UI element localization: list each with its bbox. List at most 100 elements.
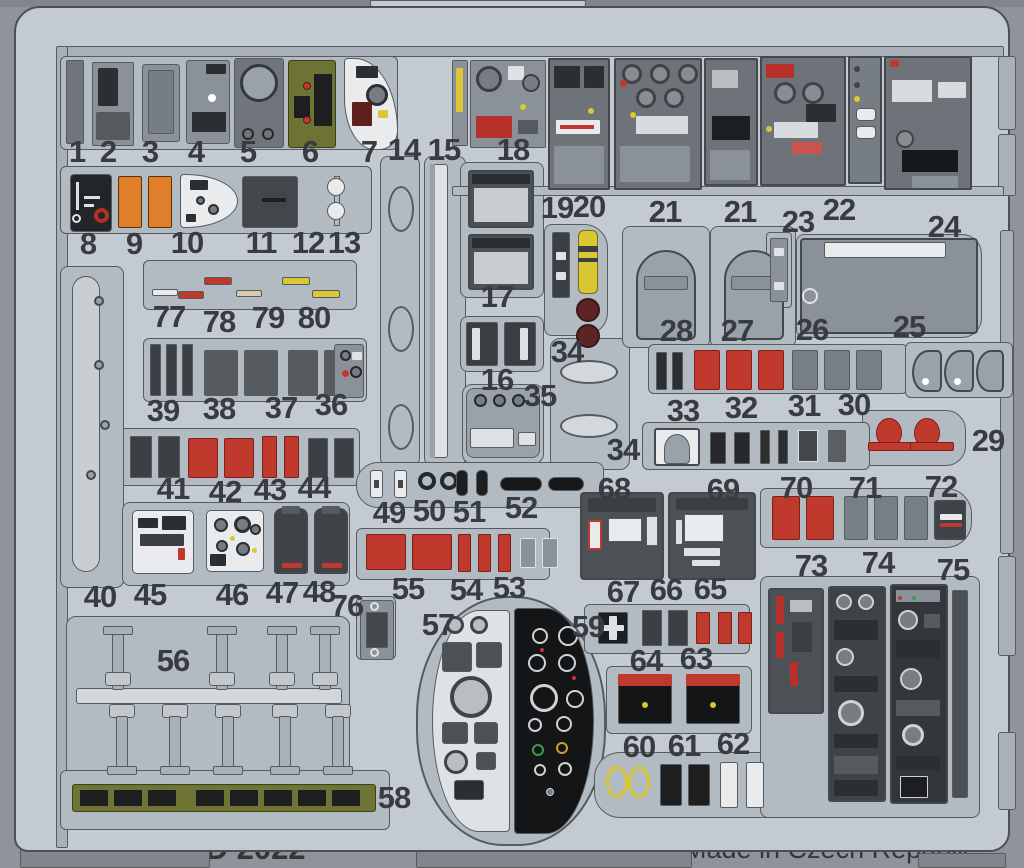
pe-fret-shape xyxy=(650,64,670,84)
pe-fret-shape xyxy=(554,146,604,184)
pe-fret-shape xyxy=(556,252,566,260)
pe-fret-shape xyxy=(72,276,100,572)
pe-fret-shape xyxy=(166,344,177,396)
pe-fret-shape xyxy=(282,277,310,285)
pe-fret-shape xyxy=(834,620,878,640)
pe-fret-shape xyxy=(578,246,598,252)
pe-fret-shape xyxy=(572,676,576,680)
pe-fret-shape xyxy=(556,272,566,280)
part-number-label: 51 xyxy=(452,494,486,529)
pe-fret-shape xyxy=(303,82,311,90)
part-number-label: 41 xyxy=(156,471,190,506)
pe-fret-shape xyxy=(80,790,108,806)
part-number-label: 73 xyxy=(794,548,828,583)
pe-fret-shape xyxy=(86,470,96,480)
part-number-label: 28 xyxy=(659,313,693,348)
part-number-label: 80 xyxy=(297,300,331,335)
pe-fret-shape xyxy=(98,68,118,106)
pe-fret-shape xyxy=(528,718,542,732)
pe-fret-shape xyxy=(644,276,688,290)
pe-fret-shape xyxy=(444,750,468,774)
pe-fret-shape xyxy=(94,360,104,370)
pe-fret-shape xyxy=(924,614,940,628)
pe-fret-shape xyxy=(760,430,770,464)
pe-fret-shape xyxy=(472,238,530,248)
pe-fret-shape xyxy=(532,628,548,644)
pe-fret-shape xyxy=(854,82,860,88)
pe-fret-shape xyxy=(696,612,710,644)
pe-fret-shape xyxy=(230,536,235,541)
pe-fret-shape xyxy=(734,432,750,464)
part-number-label: 69 xyxy=(706,472,740,507)
pe-fret-shape xyxy=(776,596,784,624)
pe-fret-shape xyxy=(844,496,868,540)
pe-fret-shape xyxy=(912,596,916,600)
part-number-label: 29 xyxy=(971,423,1005,458)
pe-fret-shape xyxy=(636,250,696,340)
pe-fret-shape xyxy=(976,350,1004,392)
pe-fret-shape xyxy=(664,88,684,108)
pe-fret-shape xyxy=(178,291,204,299)
pe-fret-shape xyxy=(656,352,667,390)
pe-fret-shape xyxy=(520,328,528,360)
pe-fret-shape xyxy=(684,514,724,542)
pe-fret-shape xyxy=(746,762,764,808)
pe-fret-shape xyxy=(493,394,506,407)
part-number-label: 48 xyxy=(302,574,336,609)
pe-fret-shape xyxy=(308,438,328,478)
pe-fret-shape xyxy=(284,436,299,478)
pe-fret-shape xyxy=(858,594,874,610)
pe-fret-shape xyxy=(476,66,502,92)
pe-fret-shape xyxy=(242,176,298,228)
pe-fret-shape xyxy=(834,756,878,774)
pe-fret-shape xyxy=(234,516,251,533)
part-number-label: 12 xyxy=(291,225,325,260)
pe-fret-shape xyxy=(209,672,235,686)
pe-fret-shape xyxy=(854,96,860,102)
pe-fret-shape xyxy=(588,108,594,114)
pe-fret-shape xyxy=(476,642,502,668)
pe-fret-shape xyxy=(758,350,784,390)
pe-fret-shape xyxy=(107,766,137,775)
pe-fret-shape xyxy=(694,350,720,390)
part-number-label: 20 xyxy=(572,189,606,224)
part-number-label: 32 xyxy=(724,390,758,425)
pe-fret-shape xyxy=(520,538,536,568)
part-number-label: 35 xyxy=(523,378,557,413)
pe-fret-shape xyxy=(456,68,463,112)
pe-fret-shape xyxy=(766,126,772,132)
pe-fret-shape xyxy=(686,674,740,686)
pe-fret-shape xyxy=(868,442,912,451)
part-number-label: 22 xyxy=(822,192,856,227)
pe-fret-shape xyxy=(904,496,928,540)
pe-fret-shape xyxy=(560,125,594,129)
pe-fret-shape xyxy=(542,538,558,568)
part-number-label: 27 xyxy=(720,313,754,348)
pe-fret-shape xyxy=(922,378,929,385)
pe-fret-shape xyxy=(442,722,468,744)
pe-fret-shape xyxy=(944,350,974,392)
pe-fret-shape xyxy=(548,477,584,491)
pe-fret-shape xyxy=(327,178,345,196)
pe-fret-shape xyxy=(576,324,600,348)
pe-fret-shape xyxy=(188,438,218,478)
pe-fret-shape xyxy=(940,523,962,527)
pe-fret-shape xyxy=(774,122,818,138)
pe-fret-shape xyxy=(240,64,278,102)
pe-fret-shape xyxy=(660,764,682,806)
pe-fret-shape xyxy=(138,518,158,528)
part-number-label: 36 xyxy=(314,387,348,422)
pe-fret-shape xyxy=(370,602,379,611)
pe-fret-shape xyxy=(94,296,104,306)
pe-fret-shape xyxy=(158,436,180,478)
pe-fret-shape xyxy=(282,563,302,568)
pe-fret-shape xyxy=(418,548,446,566)
pe-fret-shape xyxy=(552,232,570,298)
part-number-label: 62 xyxy=(716,726,750,761)
pe-fret-shape xyxy=(114,790,142,806)
pe-fret-shape xyxy=(478,534,491,572)
pe-fret-shape xyxy=(560,360,618,384)
pe-fret-shape xyxy=(76,688,342,704)
pe-fret-shape xyxy=(718,612,732,644)
